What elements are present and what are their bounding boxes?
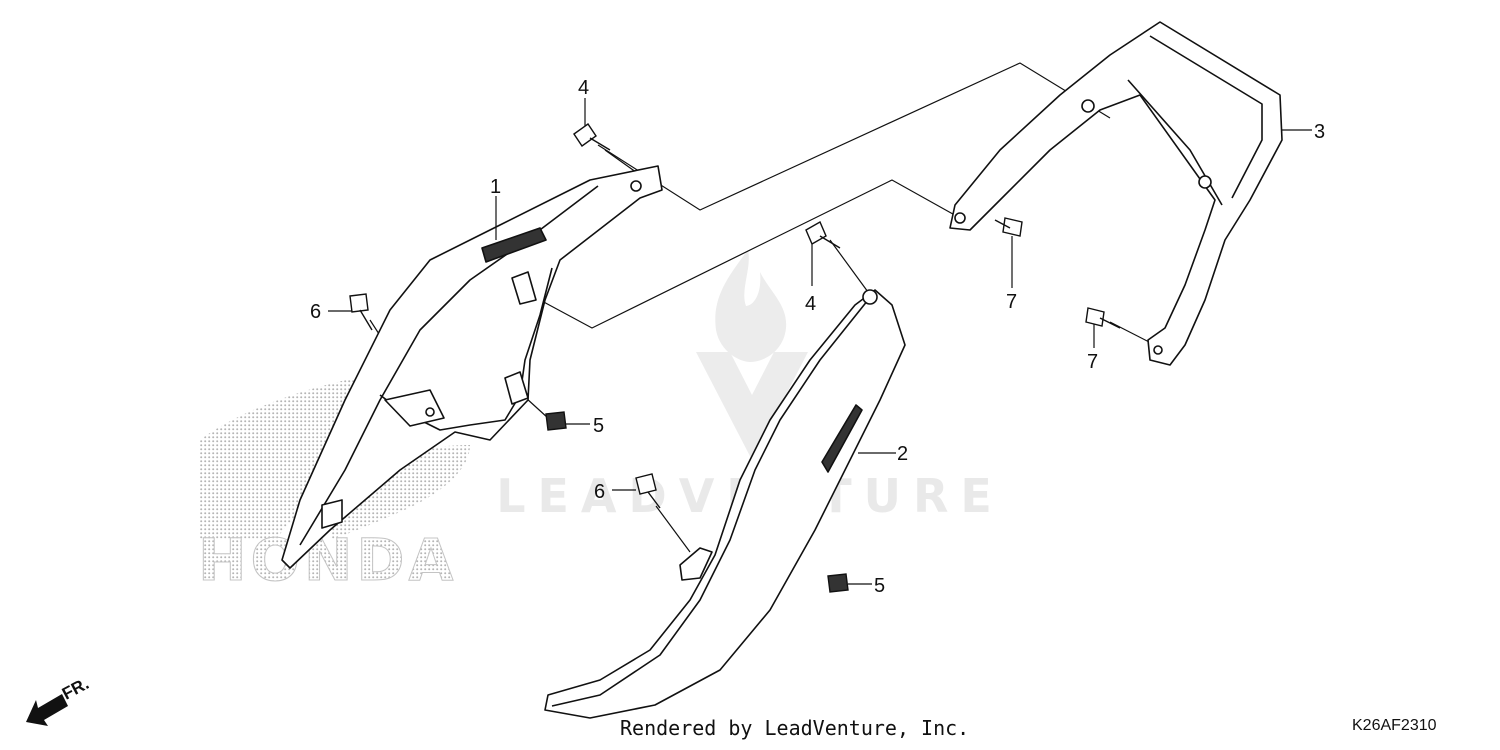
part-1-left-cowl [281, 165, 663, 569]
callout-3: 3 [1314, 121, 1325, 143]
left-cowl-emblem [481, 227, 547, 263]
render-credit: Rendered by LeadVenture, Inc. [620, 716, 970, 740]
bolt-6b-icon [635, 473, 661, 509]
callout-5b: 5 [874, 575, 885, 597]
right-cowl-inner [551, 299, 869, 707]
grab-rail-outline [949, 21, 1283, 366]
callout-7b: 7 [1087, 351, 1098, 373]
callout-4b: 4 [805, 293, 816, 315]
callout-6b: 6 [594, 481, 605, 503]
leader-bolt6b [655, 505, 691, 553]
bolt-5b-icon [827, 573, 849, 593]
grab-rail-inner2 [1127, 79, 1223, 206]
right-cowl-hole [862, 289, 878, 305]
part-3-grab-rail [949, 21, 1283, 366]
callout-6a: 6 [310, 301, 321, 323]
watermark-flame-icon [715, 250, 787, 362]
watermark-v-icon [696, 352, 808, 460]
front-direction-indicator: FR. [26, 674, 92, 726]
bolt-4b-icon [805, 221, 841, 249]
callout-7a: 7 [1006, 291, 1017, 313]
grab-rail-inner [1149, 35, 1263, 199]
bolt-7a-icon [994, 217, 1023, 237]
callouts: 1 2 3 4 4 5 5 6 6 7 7 [310, 77, 1325, 597]
callout-ticks [328, 98, 1312, 585]
diagram-code: K26AF2310 [1352, 717, 1437, 734]
callout-5a: 5 [593, 415, 604, 437]
left-cowl-mount [384, 389, 445, 427]
callout-2: 2 [897, 443, 908, 465]
left-cowl-hole2 [425, 407, 435, 417]
leader-line-lower [539, 179, 961, 329]
part-2-right-cowl [544, 289, 906, 719]
callout-1: 1 [490, 176, 501, 198]
bolt-7b-icon [1085, 307, 1121, 329]
left-cowl-bracket [504, 371, 529, 405]
bolt-6a-icon [349, 293, 373, 331]
right-cowl-emblem [821, 404, 863, 473]
left-cowl-tail [321, 499, 343, 529]
left-cowl-outline [281, 165, 663, 569]
callout-4a: 4 [578, 77, 589, 99]
grab-rail-hole-c [954, 212, 966, 224]
honda-logo-text: HONDA [198, 526, 457, 594]
grab-rail-hole-a [1081, 99, 1095, 113]
right-cowl-bracket [679, 547, 713, 581]
bolts [349, 123, 1121, 593]
left-cowl-clip [511, 271, 537, 305]
front-arrow-icon [26, 694, 68, 726]
grab-rail-hole-d [1153, 345, 1163, 355]
bolt-4a-icon [573, 123, 611, 151]
left-cowl-hole [630, 180, 642, 192]
leader-bolt4b [829, 239, 869, 293]
bolt-5a-icon [545, 411, 567, 431]
grab-rail-hole-b [1198, 175, 1212, 189]
right-cowl-outline [544, 289, 906, 719]
